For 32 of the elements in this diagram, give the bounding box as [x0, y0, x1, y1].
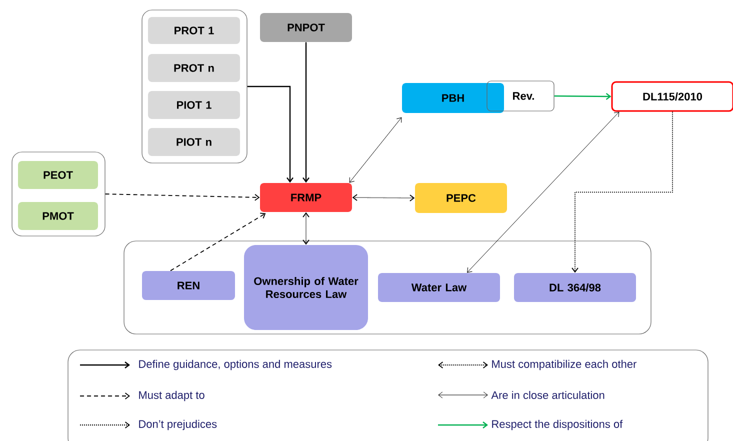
law-box: DL 364/98	[514, 273, 636, 302]
arrow	[104, 194, 260, 201]
plan-box: PROT 1	[148, 17, 240, 44]
law-box: Ownership of Water Resources Law	[244, 245, 368, 330]
legend-text: Define guidance, options and measures	[139, 360, 332, 370]
plan-box: PIOT n	[148, 128, 240, 156]
plan-box: PIOT 1	[148, 91, 240, 119]
arrow	[554, 92, 612, 100]
plan-box: PEOT	[18, 161, 98, 189]
legend-text: Are in close articulation	[491, 390, 604, 400]
arrow	[352, 194, 415, 202]
plan-box: PROT n	[148, 54, 240, 82]
law-box: Water Law	[378, 273, 500, 302]
arrow	[170, 212, 266, 272]
arrow	[302, 42, 310, 183]
legend-text: Must compatibilize each other	[492, 360, 636, 370]
plan-box: PMOT	[18, 202, 98, 230]
revision-box: Rev.	[486, 80, 554, 112]
plan-box: PEPC	[415, 183, 507, 213]
arrow	[572, 111, 673, 273]
arrow	[302, 212, 310, 245]
arrow	[247, 86, 294, 183]
legend-text: Must adapt to	[139, 390, 204, 402]
legend-text: Don’t prejudices	[139, 420, 217, 430]
plan-box: PNPOT	[260, 13, 352, 42]
law-box: DL115/2010	[611, 81, 733, 112]
legend-text: Respect the dispositions of	[492, 420, 623, 430]
arrow	[467, 112, 620, 273]
law-box: REN	[142, 271, 235, 300]
plan-box: PBH	[402, 83, 504, 113]
arrow	[349, 117, 402, 183]
plan-box: FRMP	[260, 183, 352, 212]
